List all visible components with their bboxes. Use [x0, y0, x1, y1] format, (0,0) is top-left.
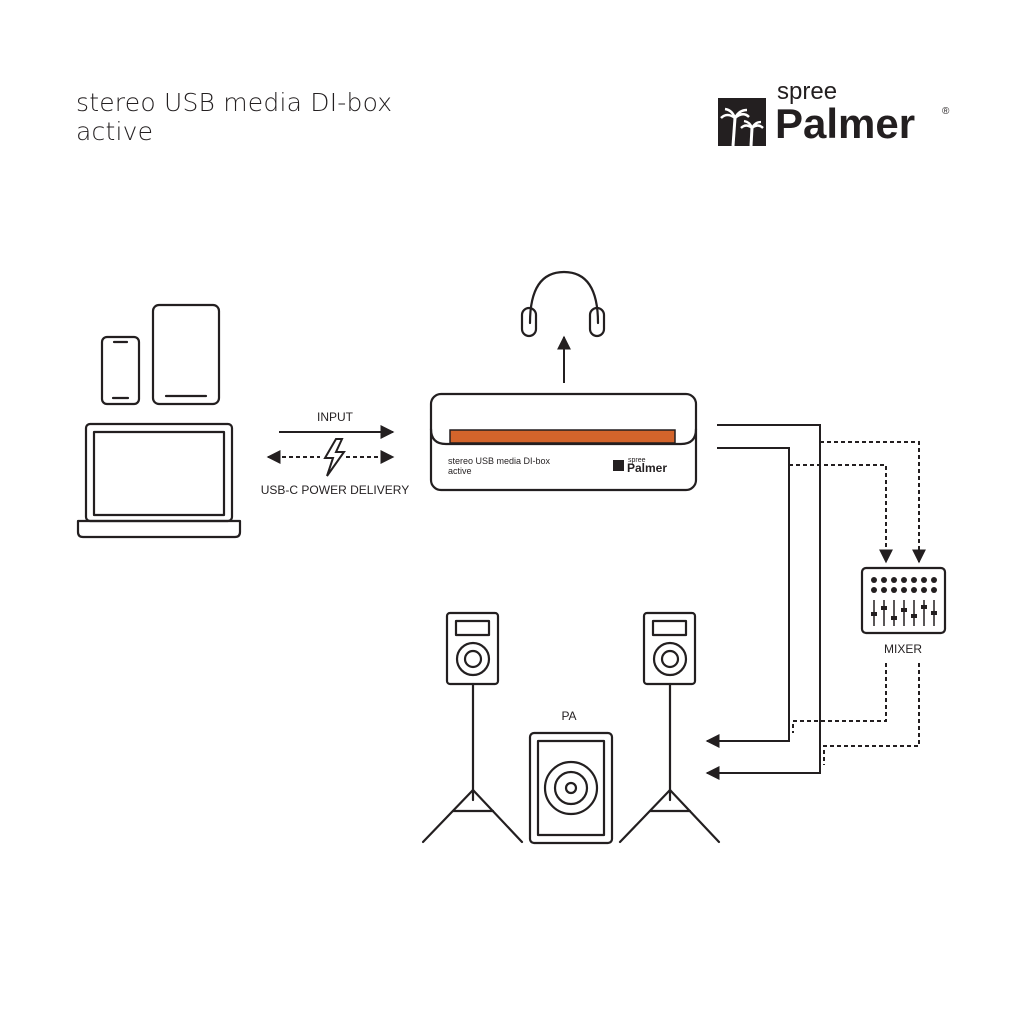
subwoofer-icon	[528, 731, 614, 845]
tripod-icon	[618, 682, 721, 844]
mixer-output-2	[823, 663, 920, 765]
device-label-line2: active	[448, 466, 472, 476]
page-title: stereo USB media DI-box	[76, 88, 393, 117]
output-line-2	[705, 424, 821, 780]
laptop-icon	[76, 422, 242, 539]
palm-logo-icon	[718, 98, 766, 147]
mixer-label: MIXER	[884, 642, 922, 656]
tripod-icon	[421, 682, 524, 844]
input-label: INPUT	[317, 410, 354, 424]
device-label-line1: stereo USB media DI-box	[448, 456, 551, 466]
mixer-input-1	[789, 464, 893, 564]
device-brand-sub: spree	[628, 457, 646, 464]
brand-sub: spree	[777, 78, 837, 105]
mixer-input-2	[820, 441, 926, 564]
phone-icon	[100, 335, 141, 406]
pa-label: PA	[561, 709, 576, 723]
speaker-icon	[445, 611, 500, 686]
device-brand-name: Palmer	[627, 461, 667, 475]
mixer-output-1	[792, 663, 887, 733]
lightning-icon	[323, 438, 346, 477]
device-accent-panel	[449, 429, 676, 444]
brand-registered: ®	[942, 106, 950, 117]
speaker-icon	[642, 611, 697, 686]
output-line-1	[705, 447, 790, 748]
headphones-icon	[520, 270, 606, 338]
brand-name: Palmer	[775, 100, 915, 147]
page-subtitle: active	[76, 117, 154, 146]
brand-logo: spree Palmer ®	[718, 78, 950, 147]
power-label: USB-C POWER DELIVERY	[261, 483, 409, 497]
tablet-icon	[151, 303, 221, 406]
device-palm-logo-icon	[613, 460, 624, 471]
di-box-device: stereo USB media DI-box active spree Pal…	[429, 392, 698, 492]
mixer-icon	[860, 566, 947, 635]
